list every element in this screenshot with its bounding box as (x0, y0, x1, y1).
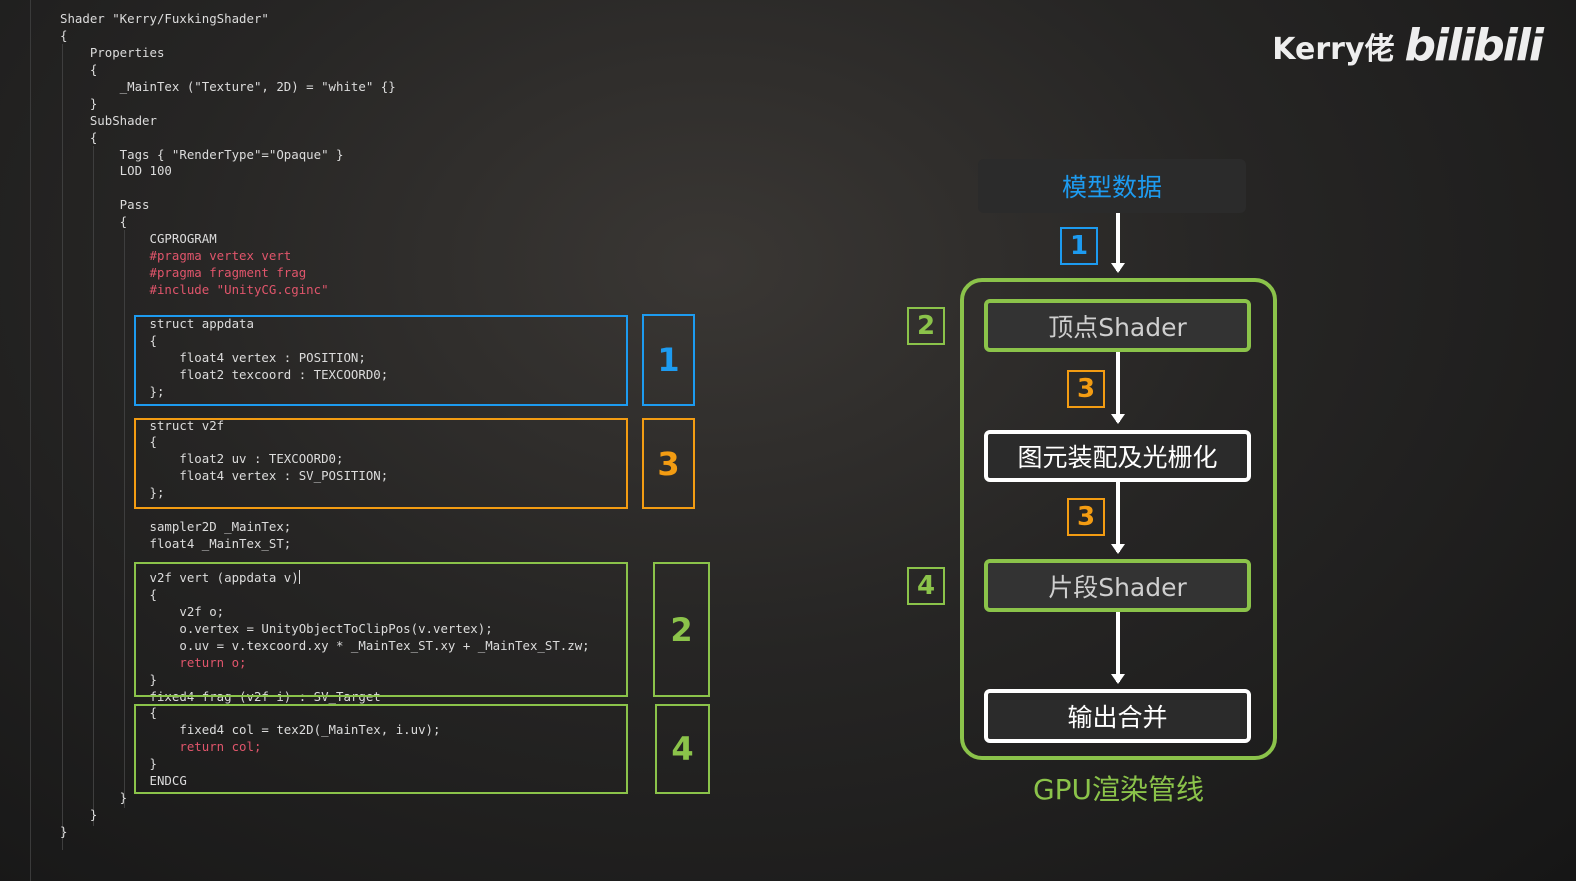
code-line: return col; (60, 739, 262, 755)
code-line: }; (60, 383, 165, 399)
code-line: SubShader (60, 112, 157, 128)
code-line: { (60, 332, 157, 348)
author-name: Kerry佬 (1272, 32, 1395, 67)
code-line: struct appdata (60, 315, 254, 331)
code-line: { (60, 434, 157, 450)
badge-2: 2 (907, 307, 945, 345)
code-line (60, 180, 590, 197)
appdata-struct-box (134, 315, 628, 406)
code-line: } (60, 756, 157, 772)
code-line: float4 vertex : SV_POSITION; (60, 468, 389, 484)
code-line: o.uv = v.texcoord.xy * _MainTex_ST.xy + … (60, 637, 590, 653)
code-line: } (60, 790, 128, 806)
code-line: float4 _MainTex_ST; (60, 536, 292, 552)
code-line: } (60, 671, 157, 687)
shader-code-editor[interactable]: Shader "Kerry/FuxkingShader"{ Properties… (60, 11, 590, 841)
vert-label: 2 (653, 562, 710, 697)
code-line: { (60, 586, 157, 602)
editor-gutter-line (30, 0, 31, 881)
appdata-label: 1 (642, 314, 695, 406)
badge-1: 1 (1060, 227, 1098, 265)
code-line: } (60, 95, 98, 111)
arrow-vertex-to-raster (1111, 352, 1125, 424)
primitive-assembly-node: 图元装配及光栅化 (984, 430, 1251, 482)
code-line: #pragma fragment frag (60, 265, 307, 281)
indent-guide (62, 44, 63, 850)
code-line: return o; (60, 654, 247, 670)
code-line: _MainTex ("Texture", 2D) = "white" {} (60, 78, 396, 94)
code-line: struct v2f (60, 417, 225, 433)
vert-function-box (134, 562, 628, 697)
output-merge-node: 输出合并 (984, 689, 1251, 743)
fragment-shader-node: 片段Shader (984, 559, 1251, 612)
code-line: #include "UnityCG.cginc" (60, 282, 329, 297)
v2f-label: 3 (642, 418, 695, 509)
text-cursor (298, 569, 300, 584)
pipeline-caption: GPU渲染管线 (1032, 773, 1205, 806)
code-line: } (60, 807, 98, 823)
code-line: { (60, 705, 157, 721)
code-line: v2f vert (appdata v) (60, 569, 300, 585)
code-line: Properties (60, 44, 165, 60)
code-line: o.vertex = UnityObjectToClipPos(v.vertex… (60, 620, 493, 636)
vertex-shader-node: 顶点Shader (984, 299, 1251, 352)
code-line: #pragma vertex vert (60, 248, 292, 264)
code-line: Pass (60, 197, 150, 213)
indent-guide (93, 146, 94, 826)
code-line: LOD 100 (60, 163, 172, 179)
code-line: } (60, 824, 68, 839)
code-line: { (60, 214, 128, 230)
code-line: { (60, 61, 98, 77)
code-line: ENDCG (60, 773, 187, 789)
v2f-struct-box (134, 418, 628, 509)
code-line: CGPROGRAM (60, 231, 217, 247)
gpu-pipeline-group (960, 278, 1277, 760)
badge-4: 4 (907, 567, 945, 605)
badge-3-lower: 3 (1067, 498, 1105, 536)
code-line: sampler2D _MainTex; (60, 519, 292, 535)
code-line: float4 vertex : POSITION; (60, 349, 366, 365)
frag-function-box (134, 704, 628, 794)
watermark-logo: Kerry佬 bilibili (1272, 20, 1544, 71)
bilibili-logo: bilibili (1404, 20, 1544, 71)
code-line: Shader "Kerry/FuxkingShader" (60, 11, 269, 26)
code-line: Tags { "RenderType"="Opaque" } (60, 146, 344, 162)
badge-3-upper: 3 (1067, 370, 1105, 408)
arrow-fragment-to-output (1111, 612, 1125, 684)
arrow-model-to-vertex (1111, 213, 1125, 273)
code-line: { (60, 129, 98, 145)
code-line: float2 uv : TEXCOORD0; (60, 451, 344, 467)
frag-label: 4 (655, 704, 710, 794)
indent-guide (124, 230, 125, 808)
code-line: fixed4 col = tex2D(_MainTex, i.uv); (60, 722, 441, 738)
code-line: { (60, 27, 68, 43)
arrow-raster-to-fragment (1111, 482, 1125, 554)
code-line: v2f o; (60, 603, 225, 619)
model-data-node: 模型数据 (978, 159, 1246, 213)
code-line: float2 texcoord : TEXCOORD0; (60, 366, 389, 382)
code-line (60, 299, 590, 316)
code-line: }; (60, 485, 165, 501)
